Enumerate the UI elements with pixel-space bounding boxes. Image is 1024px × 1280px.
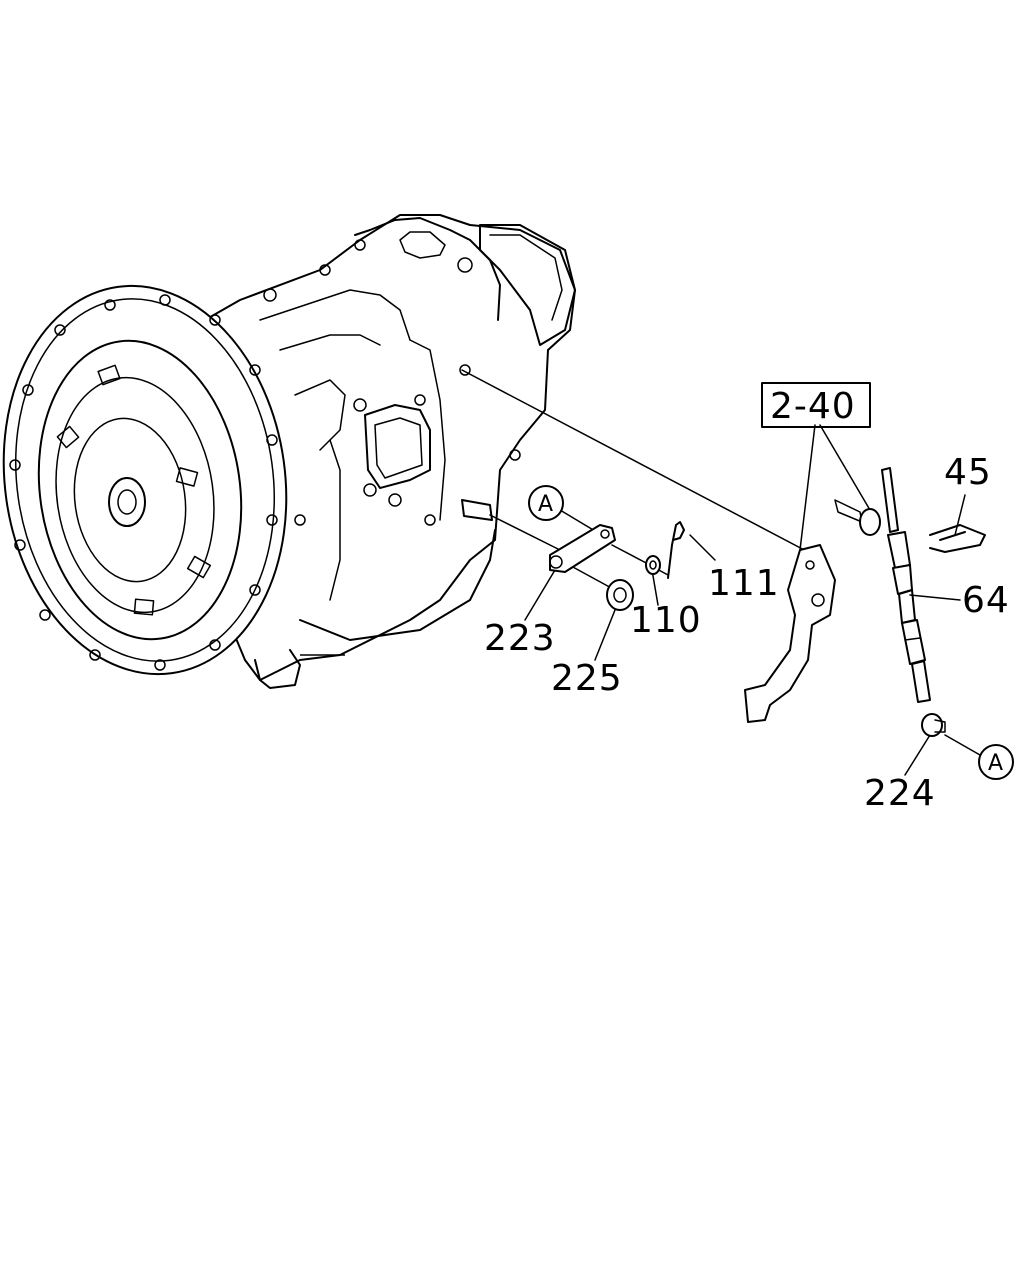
connector-box [364, 404, 431, 489]
callout-110: 110 [630, 600, 702, 641]
pin-111 [667, 521, 685, 579]
callout-64: 64 [962, 580, 1010, 621]
bracket-2-40 [744, 544, 836, 723]
rib-2 [279, 334, 381, 351]
cable-64 [881, 467, 931, 703]
converter-ring [55, 376, 215, 614]
side-cover [479, 224, 576, 346]
ref-2-40-box [761, 382, 871, 428]
callout-223: 223 [484, 618, 556, 659]
flange-bolt-holes [9, 294, 278, 671]
shift-shaft [461, 499, 493, 521]
converter-hub-ring [73, 417, 187, 583]
shift-lever-223 [549, 524, 616, 573]
callout-2-40: 2-40 [770, 386, 856, 427]
clip-45 [929, 524, 986, 553]
marker-a-bottom: A [988, 751, 1003, 776]
rib-3 [294, 379, 346, 451]
bracket-bolt [834, 499, 881, 536]
connector-face [374, 417, 423, 479]
washer-110 [645, 555, 661, 575]
top-cover [354, 217, 501, 321]
callout-224: 224 [864, 773, 936, 814]
nut-225 [606, 579, 634, 611]
converter-hub [108, 477, 146, 527]
rib-4 [329, 439, 341, 601]
rib-5 [409, 339, 446, 521]
bell-inner-flange [14, 298, 276, 662]
callout-225: 225 [551, 658, 623, 699]
rib-1 [259, 289, 411, 341]
bell-outer-flange [2, 284, 288, 676]
callout-45: 45 [944, 452, 992, 493]
oil-pan [299, 529, 496, 641]
callout-111: 111 [708, 563, 780, 604]
bell-housing [2, 284, 288, 676]
leader-lines [461, 369, 981, 776]
converter-outer [37, 339, 243, 641]
top-boss [399, 231, 446, 259]
marker-a-top-circle [528, 485, 564, 521]
converter-pilot [117, 489, 137, 515]
side-cover-rim [489, 234, 563, 321]
converter-lugs [56, 364, 212, 616]
joint-224 [921, 713, 946, 737]
marker-a-bottom-circle [978, 744, 1014, 780]
drain-plug [254, 649, 301, 689]
marker-a-top: A [538, 492, 553, 517]
